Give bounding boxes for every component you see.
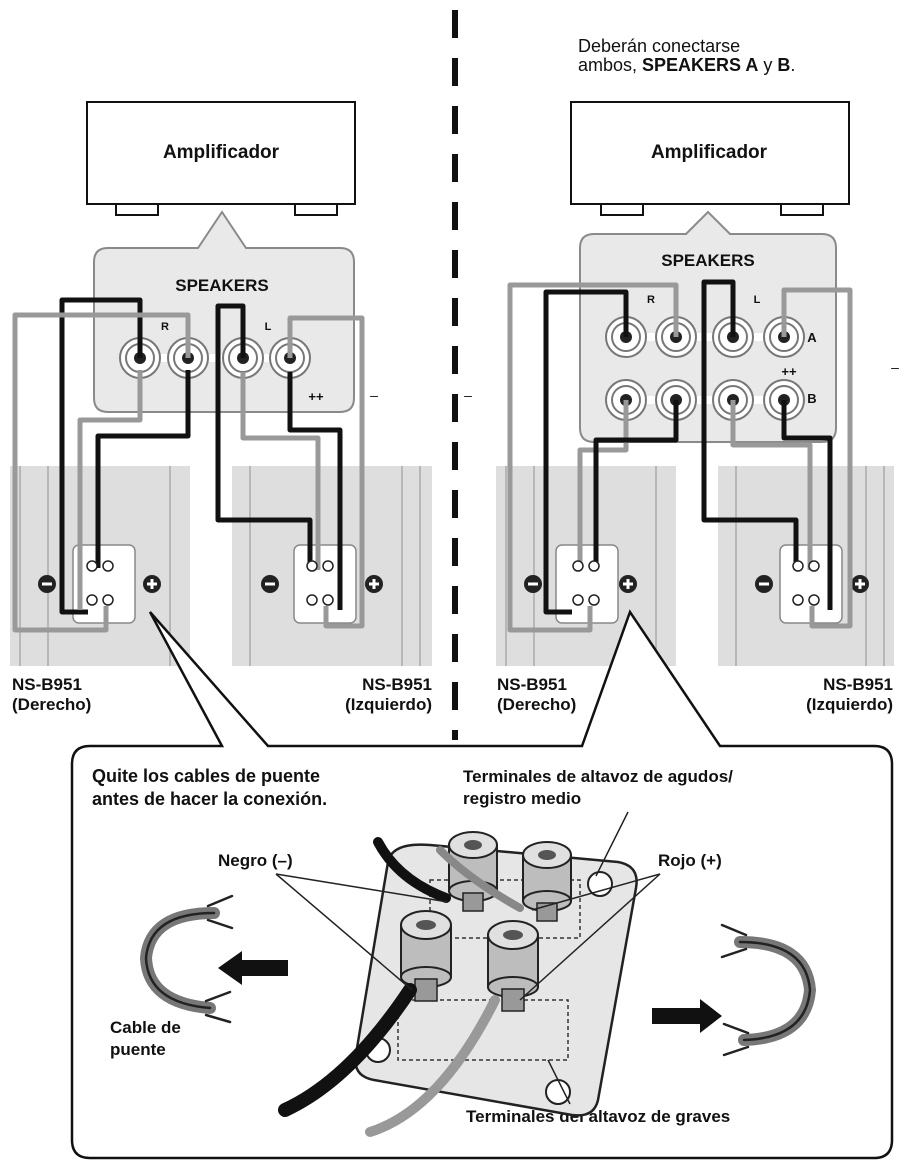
detail-tweeter-label-line2: registro medio xyxy=(463,789,581,808)
left-speaker-terminals xyxy=(86,560,334,606)
right-speaker-left-side: (Izquierdo) xyxy=(806,695,893,714)
detail-tweeter-label-line1: Terminales de altavoz de agudos/ xyxy=(463,767,733,786)
right-minus-mark: – xyxy=(891,359,899,375)
right-plus-marks: ++ xyxy=(781,364,797,379)
left-channel-r: R xyxy=(161,321,169,333)
right-speakers-label: SPEAKERS xyxy=(661,251,755,270)
right-minus-mark-left: – xyxy=(464,387,472,403)
detail-instruction-line1: Quite los cables de puente xyxy=(92,766,320,786)
right-speaker-left-cabinet xyxy=(718,466,894,666)
left-plus-marks: ++ xyxy=(308,389,324,404)
right-speaker-right-model: NS-B951 xyxy=(497,675,567,694)
right-amplifier: Amplificador xyxy=(570,101,850,216)
plate-hole xyxy=(587,871,613,897)
left-amplifier-label: Amplificador xyxy=(163,142,280,163)
red-cable-top xyxy=(436,846,524,912)
right-channel-l: L xyxy=(754,294,761,306)
right-speaker-right-side: (Derecho) xyxy=(497,695,576,714)
detail-black-label: Negro (–) xyxy=(218,851,293,870)
remove-arrow-left-icon xyxy=(218,951,288,985)
leader-lines xyxy=(275,811,661,1105)
detail-instruction-line2: antes de hacer la conexión. xyxy=(92,789,327,809)
left-channel-l: L xyxy=(265,321,272,333)
terminal-post-top-right xyxy=(522,841,572,922)
left-minus-mark: – xyxy=(370,387,378,403)
terminal-post-bottom-left xyxy=(400,910,452,1002)
detail-jumper-label-line2: puente xyxy=(110,1040,166,1059)
jumper-cable-left xyxy=(139,894,234,1024)
red-cable-bottom xyxy=(365,995,500,1137)
right-row-b-label: B xyxy=(807,391,816,406)
right-row-a-label: A xyxy=(807,330,817,345)
left-speaker-right-model: NS-B951 xyxy=(12,675,82,694)
jumper-cable-right xyxy=(720,923,817,1057)
detail-red-label: Rojo (+) xyxy=(658,851,722,870)
black-cable-top xyxy=(373,837,451,903)
left-speakers-panel xyxy=(93,210,355,413)
connection-note-line2: ambos, SPEAKERS A y B. xyxy=(578,55,796,75)
right-amplifier-label: Amplificador xyxy=(651,142,768,163)
connection-note-line1: Deberán conectarse xyxy=(578,36,741,56)
woofer-terminal-zone xyxy=(397,999,569,1061)
right-speaker-right-cabinet xyxy=(496,466,676,666)
connection-note: Deberán conectarse ambos, SPEAKERS A y B… xyxy=(578,37,795,75)
right-speaker-terminals xyxy=(572,560,820,606)
left-speaker-right-side: (Derecho) xyxy=(12,695,91,714)
left-speaker-left-side: (Izquierdo) xyxy=(345,695,432,714)
right-wires xyxy=(507,279,853,633)
left-speakers-label: SPEAKERS xyxy=(175,276,269,295)
plate-hole xyxy=(545,1079,571,1105)
left-panel: Amplificador SPEAKERS R L ++ – xyxy=(10,101,432,714)
terminal-post-top-left xyxy=(448,831,498,912)
remove-arrow-right-icon xyxy=(652,999,722,1033)
black-cable-bottom xyxy=(278,983,417,1117)
left-amplifier: Amplificador xyxy=(86,101,356,216)
left-wires xyxy=(12,297,365,633)
right-panel: Amplificador SPEAKERS R L A B ++ – – xyxy=(464,101,899,714)
detail-callout: Quite los cables de puente antes de hace… xyxy=(70,609,894,1160)
detail-woofer-label: Terminales del altavoz de graves xyxy=(466,1107,730,1126)
right-channel-r: R xyxy=(647,294,655,306)
left-speaker-left-model: NS-B951 xyxy=(362,675,432,694)
terminal-post-bottom-right xyxy=(487,920,539,1012)
right-speaker-left-model: NS-B951 xyxy=(823,675,893,694)
detail-jumper-label-line1: Cable de xyxy=(110,1018,181,1037)
